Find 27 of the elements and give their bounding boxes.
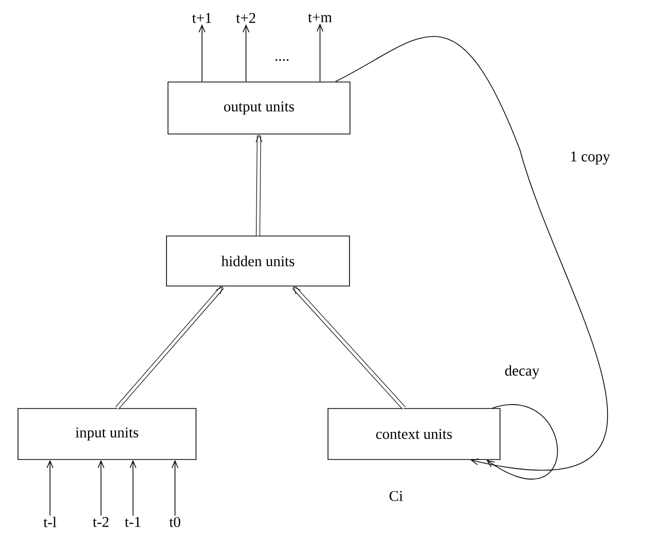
signal-label: t-2 xyxy=(92,516,108,528)
arrow xyxy=(256,134,262,236)
arrow xyxy=(46,460,54,516)
arrow xyxy=(292,286,406,410)
unit-box: output units xyxy=(168,82,350,134)
edge-label: decay xyxy=(504,364,540,380)
arrow xyxy=(172,460,178,516)
signal-label: t-1 xyxy=(124,517,140,527)
arrow xyxy=(130,460,136,516)
signal-label: t-l xyxy=(44,516,56,528)
note-label: .... xyxy=(276,59,288,61)
signal-label: t0 xyxy=(169,516,180,528)
arrow xyxy=(198,24,206,82)
arrow xyxy=(98,460,104,516)
signal-label: t+2 xyxy=(236,12,256,23)
signal-label: t+m xyxy=(308,14,332,22)
arrow xyxy=(316,23,324,82)
unit-box: context units xyxy=(328,408,500,460)
arrow xyxy=(335,36,608,470)
arrow xyxy=(242,24,250,82)
edge-label: 1 copy xyxy=(568,150,612,166)
unit-box: input units xyxy=(18,408,196,460)
arrow xyxy=(486,404,558,480)
unit-box: hidden units xyxy=(166,236,350,286)
note-label: Ci xyxy=(390,490,403,502)
signal-label: t+1 xyxy=(192,13,212,23)
arrow xyxy=(115,286,224,410)
